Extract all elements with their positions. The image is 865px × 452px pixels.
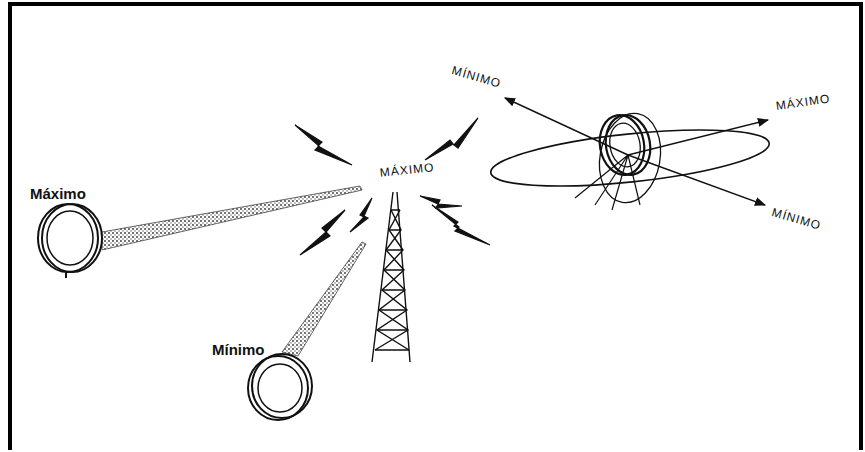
radiation-pattern xyxy=(488,98,771,210)
transmitter-tower xyxy=(372,192,410,362)
tower-label: MÁXIMO xyxy=(377,160,437,181)
frame xyxy=(10,4,861,450)
signal-beam xyxy=(282,242,366,356)
radiation-bolt xyxy=(295,118,490,255)
pattern-label: MÍNIMO xyxy=(770,206,822,233)
loop-antenna xyxy=(38,204,102,278)
pattern-label: MÍNIMO xyxy=(450,64,502,91)
loop-antenna xyxy=(595,112,655,179)
loop-label: Mínimo xyxy=(212,342,265,359)
loop-label: Máximo xyxy=(30,186,86,203)
pattern-label: MÁXIMO xyxy=(775,92,831,113)
loop-antenna xyxy=(248,354,312,420)
